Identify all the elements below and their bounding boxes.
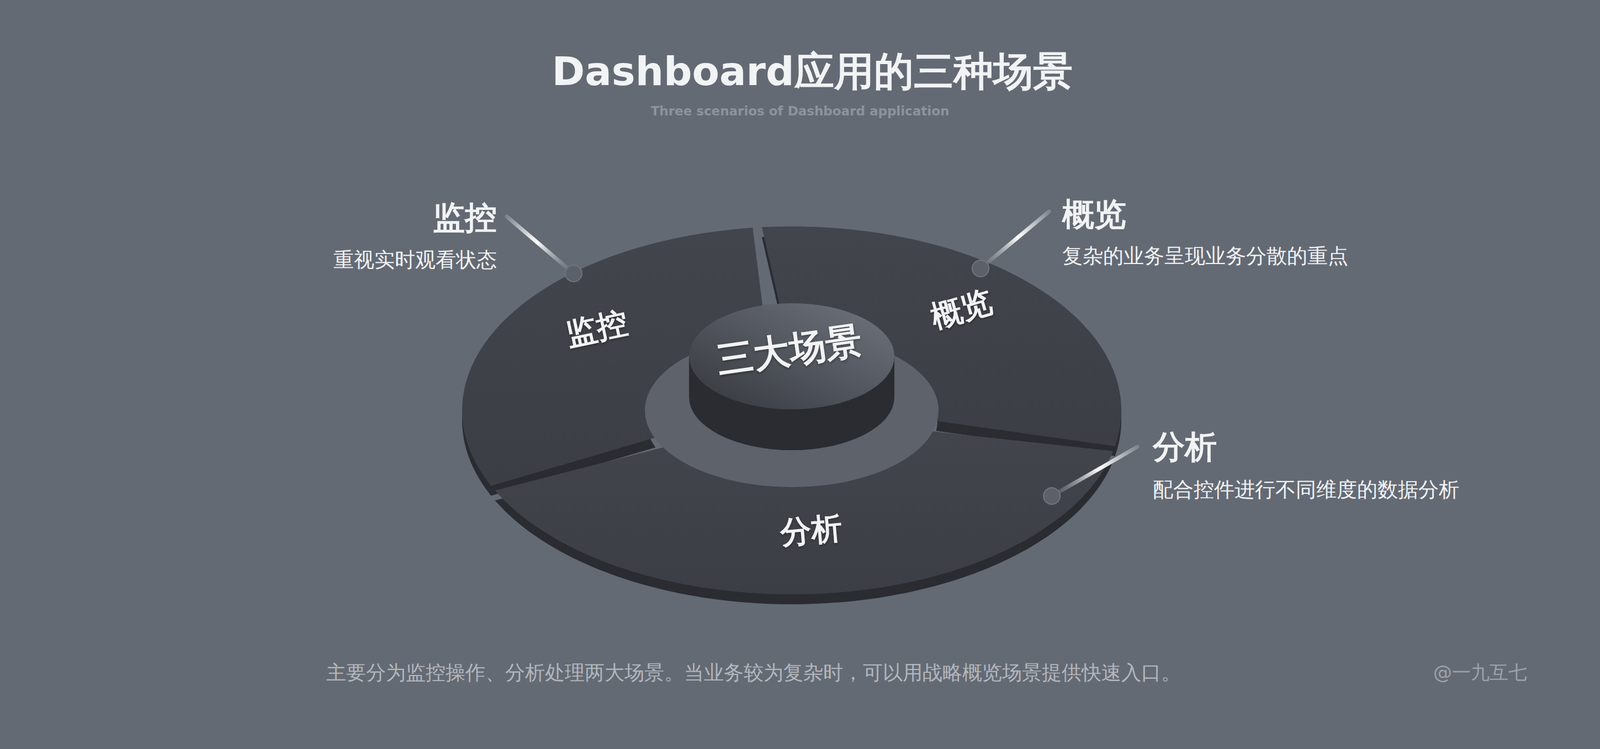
callout-heading: 分析 bbox=[1152, 428, 1217, 466]
callout-heading: 监控 bbox=[432, 199, 497, 237]
leader-line bbox=[1051, 446, 1138, 496]
watermark: @一九互七 bbox=[1433, 661, 1528, 683]
leader-dot bbox=[1043, 487, 1061, 505]
callout-text: 重视实时观看状态 bbox=[333, 248, 497, 273]
ring-top bbox=[462, 226, 1122, 595]
leader-line bbox=[980, 211, 1049, 269]
caption: 主要分为监控操作、分析处理两大场景。当业务较为复杂时，可以用战略概览场景提供快速… bbox=[326, 660, 1181, 684]
leader-line bbox=[506, 216, 574, 274]
callout-text: 复杂的业务呈现业务分散的重点 bbox=[1062, 244, 1349, 269]
leader-dot bbox=[565, 265, 582, 282]
callout-text: 配合控件进行不同维度的数据分析 bbox=[1152, 478, 1460, 502]
subtitle: Three scenarios of Dashboard application bbox=[650, 103, 950, 119]
cylinder-top bbox=[689, 303, 895, 410]
ring-segment: 分析 bbox=[778, 506, 849, 555]
callout-heading: 概览 bbox=[1062, 195, 1127, 233]
leader-dot bbox=[972, 260, 989, 277]
title: Dashboard应用的三种场景 bbox=[551, 48, 1073, 95]
node-label: 分析 bbox=[778, 506, 849, 555]
